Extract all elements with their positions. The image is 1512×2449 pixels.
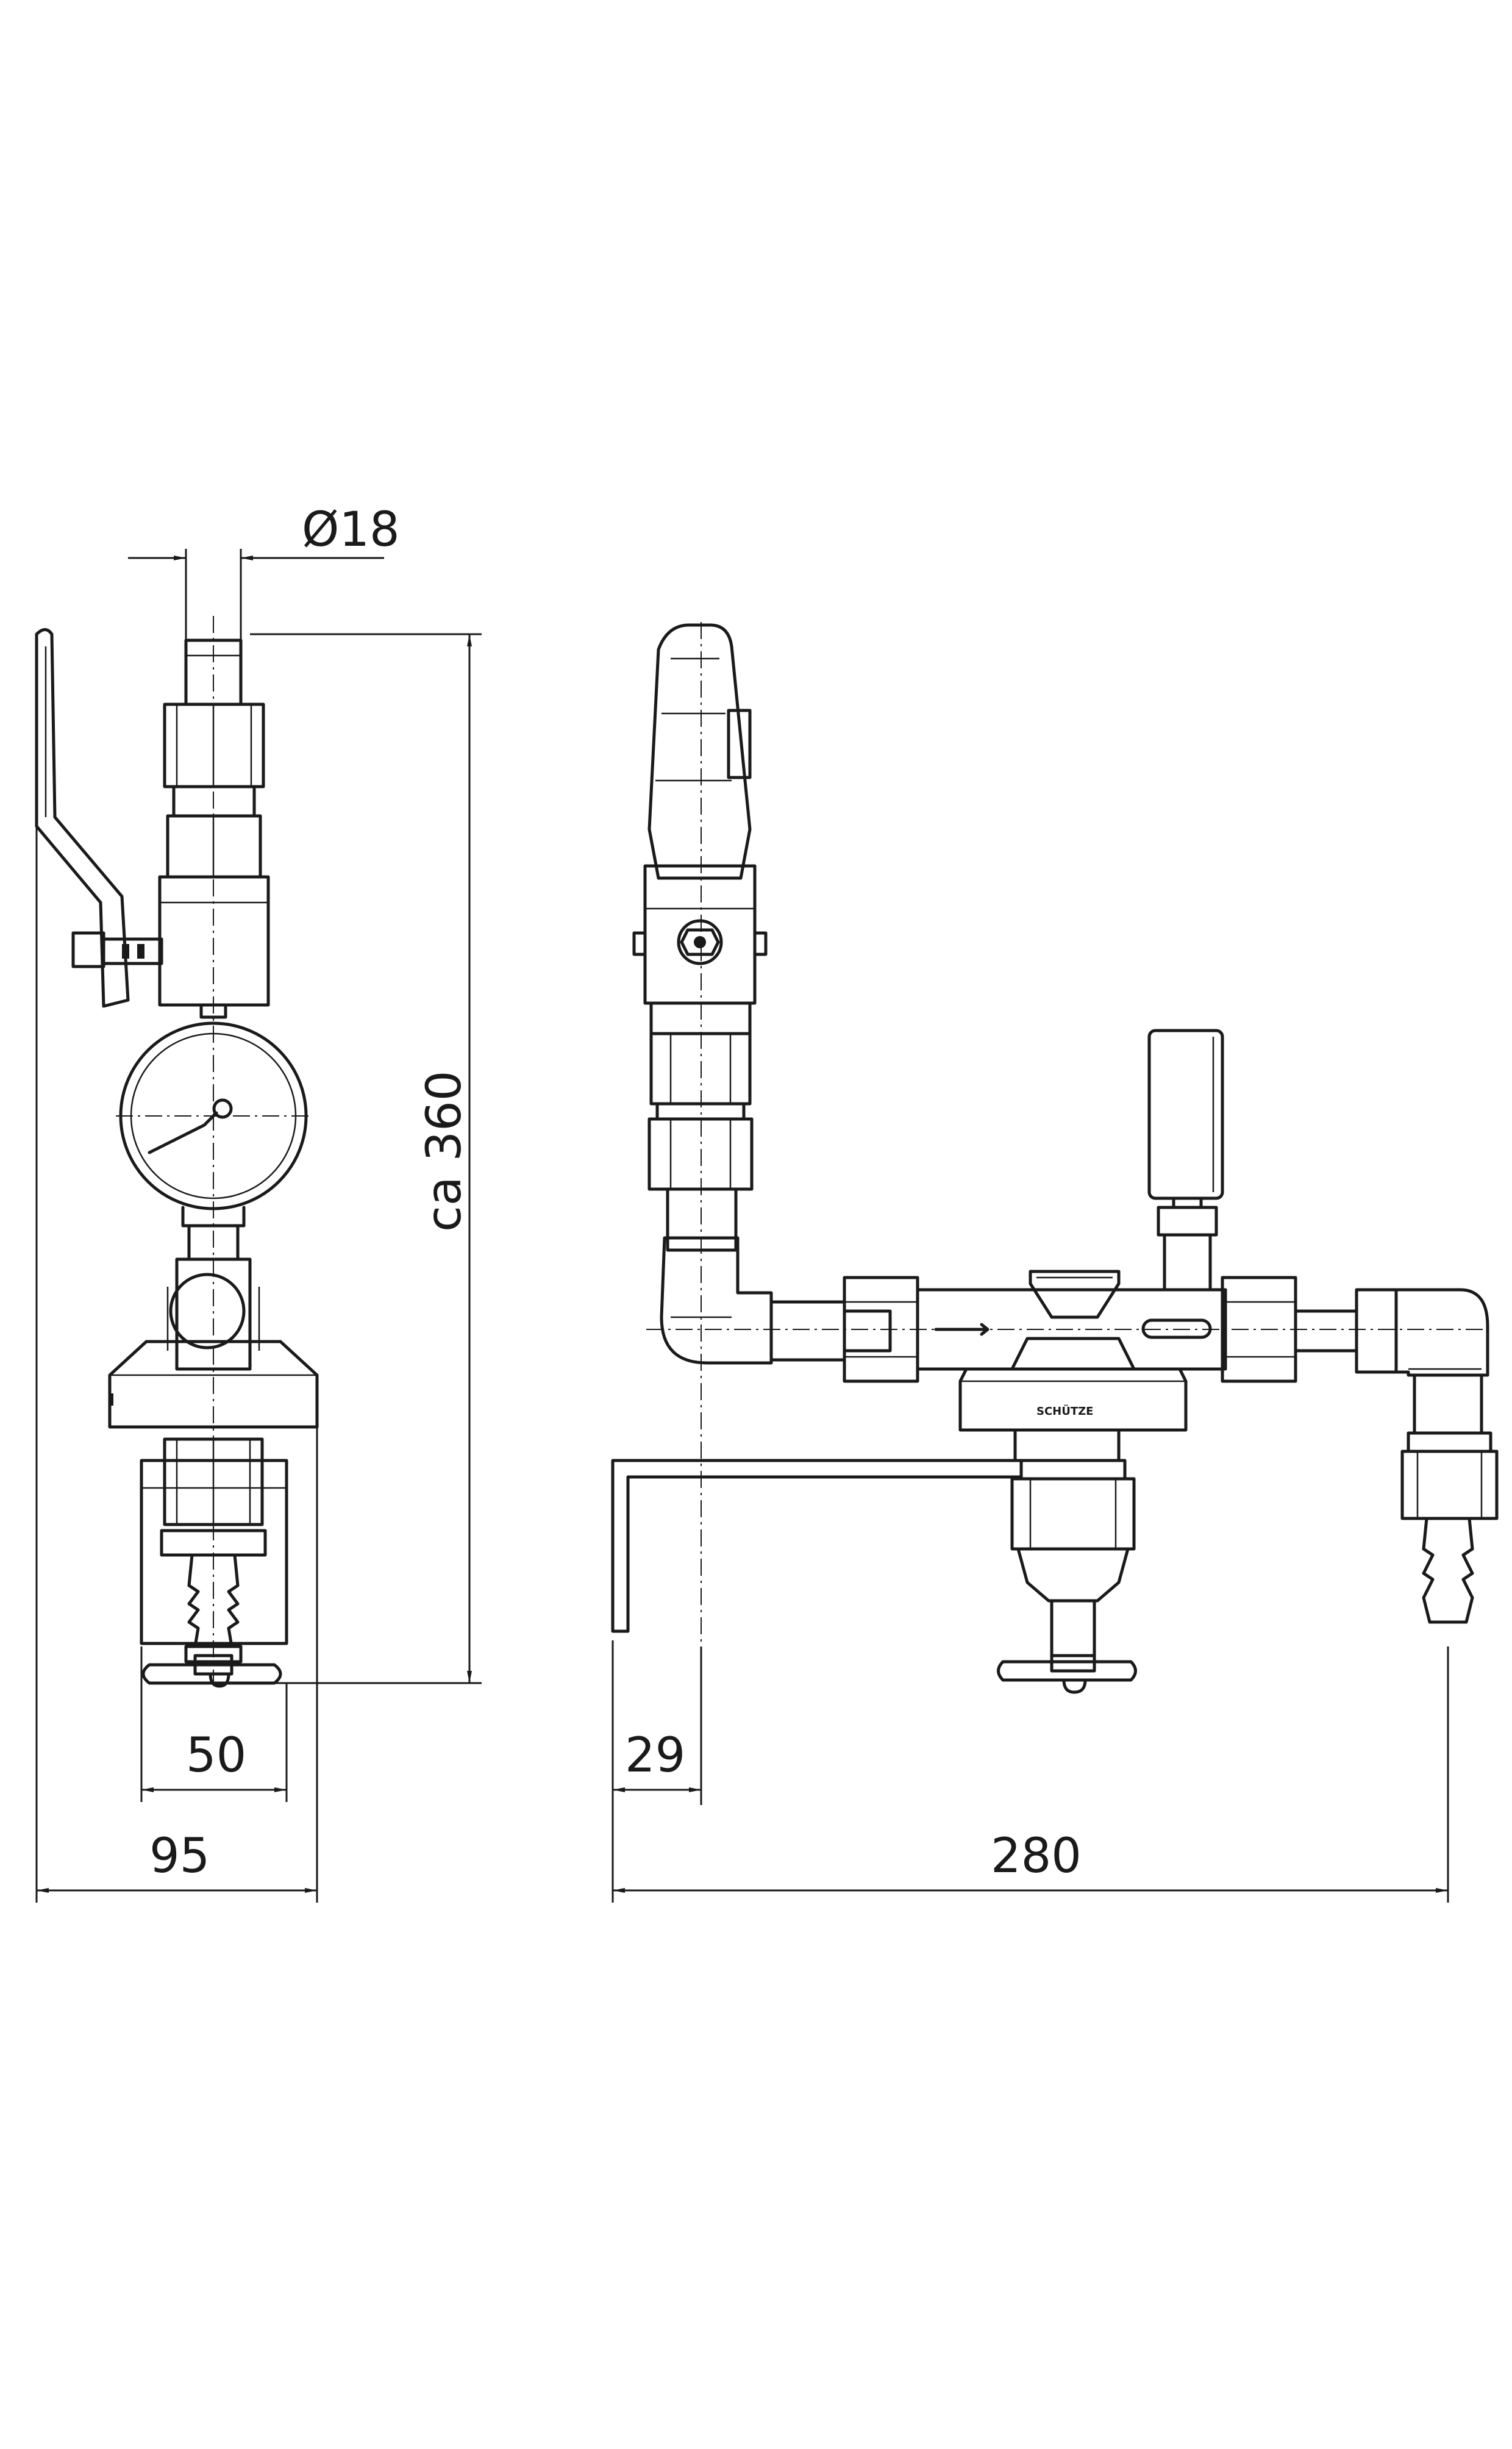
right-outlet-nut [1400, 1450, 1499, 1520]
sight-window [1141, 1318, 1212, 1339]
front-view: SCHÜTZE [611, 622, 1499, 1799]
top-funnel [1029, 1270, 1121, 1319]
front-pressure-gauge [1147, 1029, 1224, 1200]
brand-logo: SCHÜTZE [1036, 1404, 1093, 1418]
dim-mount-width: 50 [186, 1728, 246, 1783]
side-view [35, 616, 319, 1688]
dim-total-width: 280 [991, 1829, 1082, 1884]
dim-side-width: 95 [149, 1829, 210, 1884]
valve-lever [35, 628, 130, 1008]
side-dimensions: Ø18 ca 360 50 95 [35, 502, 482, 1903]
tee-fitting [175, 1257, 252, 1371]
mounting-plate [611, 1459, 1023, 1633]
front-valve-body [643, 864, 757, 1005]
dim-diameter: Ø18 [302, 502, 400, 557]
front-valve-lever [647, 623, 752, 880]
left-elbow [660, 1236, 773, 1365]
regulator-lower-cap [958, 1367, 1188, 1432]
dim-height: ca 360 [417, 1071, 472, 1232]
top-pipe-stub [184, 638, 243, 706]
dim-offset: 29 [625, 1728, 685, 1783]
right-elbow [1394, 1288, 1489, 1377]
front-dimensions: 29 280 [612, 1640, 1449, 1903]
front-t-handle [997, 1660, 1137, 1682]
gauge-needle [148, 1111, 218, 1154]
front-valve-bolt [677, 919, 723, 965]
lever-nut [71, 931, 105, 968]
right-hose-barb [1422, 1517, 1474, 1624]
